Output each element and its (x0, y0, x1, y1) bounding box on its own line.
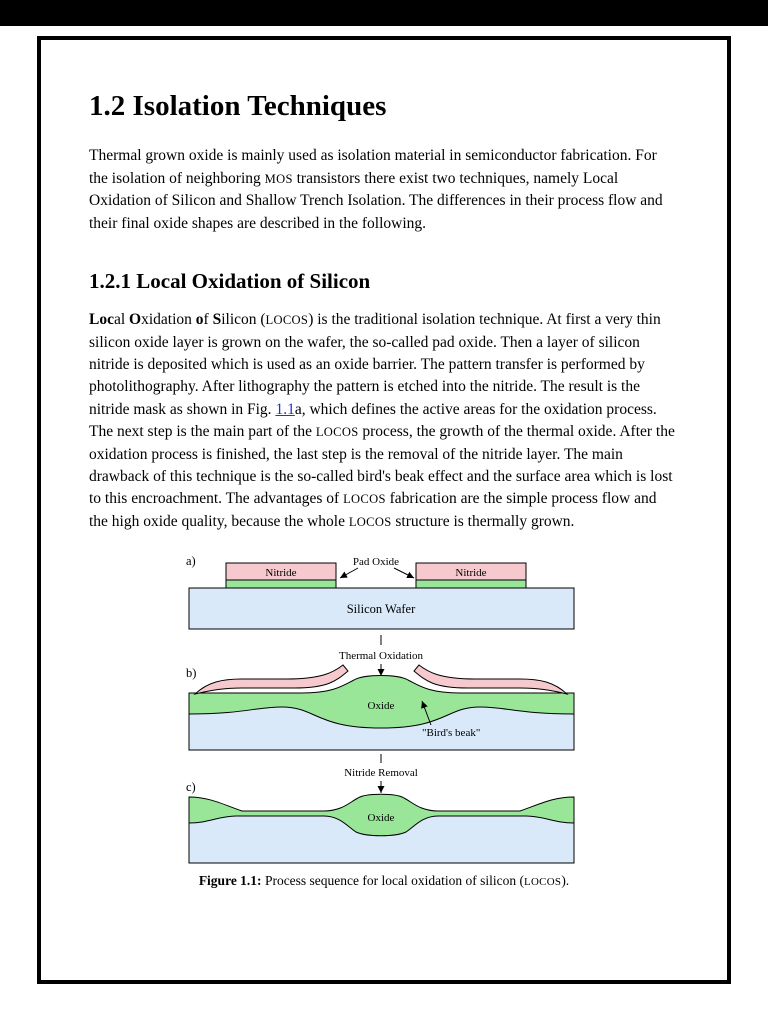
text-segment: structure is thermally grown. (391, 512, 575, 530)
locos-paragraph: Local Oxidation of Silicon (LOCOS) is th… (89, 309, 679, 533)
text-segment: Figure 1.1: (198, 873, 262, 889)
text-segment: S (212, 311, 222, 329)
figure-label-a: a) (186, 554, 196, 568)
figure-1-1: a) Silicon Wafer Nitride Nitride Pad Oxi… (89, 551, 679, 889)
text-segment: Loc (89, 311, 114, 329)
text-segment: al (113, 311, 130, 329)
oxide-b-shape (188, 675, 575, 729)
text-segment: ) is the traditional isolation technique… (89, 311, 661, 418)
oxide-c-shape (188, 793, 575, 837)
thermal-oxidation-label: Thermal Oxidation (339, 650, 424, 662)
inline-figure-link[interactable]: 1.1 (275, 400, 295, 418)
birds-beak-arrow (421, 700, 432, 726)
text-segment: O (129, 311, 142, 329)
text-segment: LOCOS (265, 313, 309, 328)
nitride-right-rect (415, 562, 527, 581)
section-title: 1.2 Isolation Techniques (89, 90, 387, 122)
page-content: 1.2 Isolation Techniques Thermal grown o… (41, 40, 727, 889)
scanned-page-top-black-bar (0, 0, 768, 26)
text-segment: Thermal grown oxide is mainly used as is… (89, 147, 657, 187)
text-segment: xidation (141, 311, 196, 329)
text-segment: LOCOS (348, 514, 392, 529)
birds-beak-label: "Bird's beak" (422, 727, 480, 739)
oxide-c-label: Oxide (368, 812, 395, 824)
oxide-b-label: Oxide (368, 700, 395, 712)
text-segment: ). (561, 873, 570, 889)
pad-oxide-label: Pad Oxide (353, 556, 399, 568)
text-segment: o (195, 311, 204, 329)
nitride-removal-label: Nitride Removal (344, 767, 418, 779)
intro-paragraph: Thermal grown oxide is mainly used as is… (89, 145, 679, 235)
locos-process-diagram: a) Silicon Wafer Nitride Nitride Pad Oxi… (186, 554, 575, 864)
text-segment: LOCOS (343, 492, 386, 507)
silicon-wafer-label: Silicon Wafer (347, 602, 416, 616)
page-border-frame: 1.2 Isolation Techniques Thermal grown o… (37, 36, 731, 984)
text-segment: LOCOS (524, 876, 562, 889)
subsection-title: 1.2.1 Local Oxidation of Silicon (89, 268, 371, 293)
text-segment: ilicon ( (221, 311, 266, 329)
silicon-wafer-rect (188, 587, 575, 630)
figure-caption: Figure 1.1: Process sequence for local o… (89, 873, 679, 889)
text-segment: f (203, 311, 213, 329)
pad-oxide-left-rect (225, 579, 337, 589)
text-segment: transistors there exist two techniques, … (89, 169, 663, 232)
nitride-b-left-shape (193, 664, 349, 696)
figure-label-c: c) (186, 780, 196, 794)
nitride-left-rect (225, 562, 337, 581)
nitride-left-label: Nitride (265, 567, 296, 579)
pad-oxide-arrow-left (339, 567, 359, 579)
pad-oxide-right-rect (415, 579, 527, 589)
text-segment: Process sequence for local oxidation of … (261, 873, 524, 889)
text-segment: a, which defines the active areas for th… (89, 400, 657, 441)
figure-label-b: b) (186, 666, 196, 680)
pad-oxide-arrow-right (393, 567, 415, 579)
text-segment: LOCOS (315, 425, 359, 440)
text-segment: MOS (264, 171, 293, 186)
text-segment: fabrication are the simple process flow … (89, 490, 657, 530)
nitride-b-right-shape (413, 664, 569, 696)
text-segment: process, the growth of the thermal oxide… (89, 423, 675, 508)
nitride-right-label: Nitride (455, 567, 486, 579)
